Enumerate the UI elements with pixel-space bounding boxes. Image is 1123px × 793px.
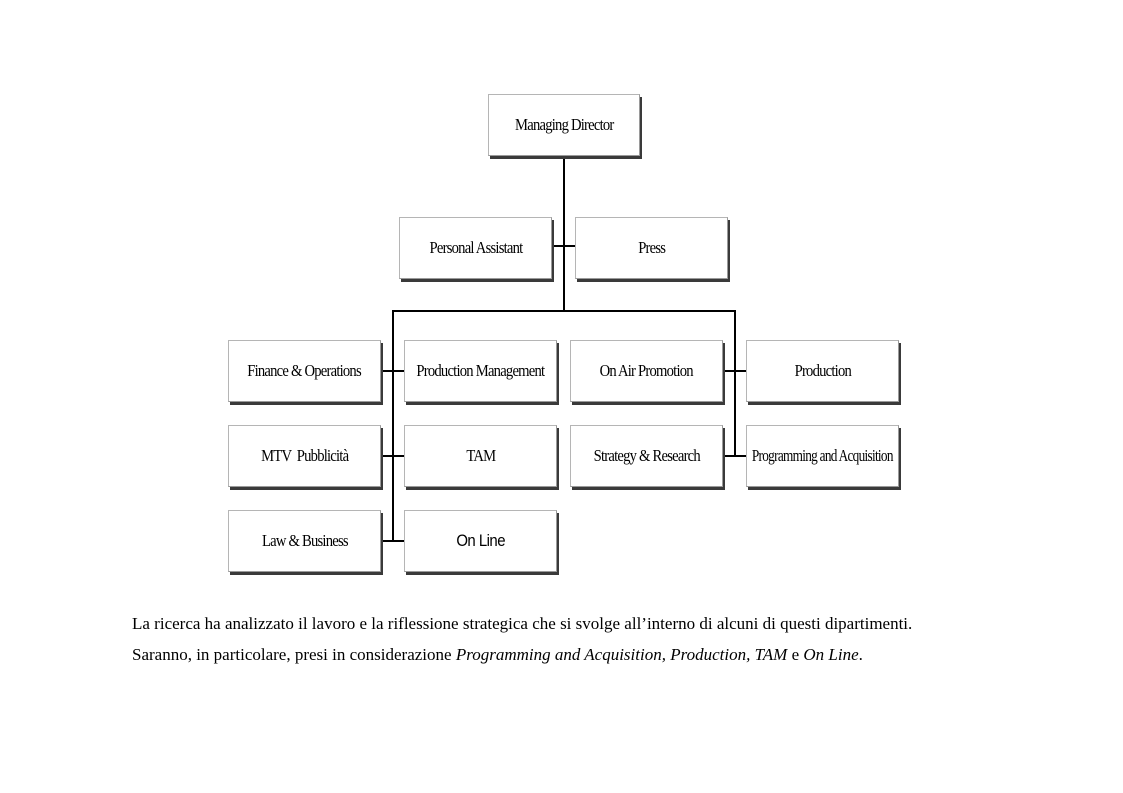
tam-box: TAM (404, 425, 557, 487)
paragraph-line-2: Saranno, in particolare, presi in consid… (132, 639, 1092, 670)
managing-director-box: Managing Director (488, 94, 640, 156)
body-paragraph: La ricerca ha analizzato il lavoro e la … (132, 608, 1092, 670)
box-label: Personal Assistant (429, 238, 523, 257)
production-box: Production (746, 340, 899, 402)
line2-italic-2: On Line (803, 645, 859, 664)
connector-line (392, 310, 736, 312)
personal-assistant-box: Personal Assistant (399, 217, 552, 279)
box-label: Production Management (416, 361, 546, 380)
finance-operations-box: Finance & Operations (228, 340, 381, 402)
box-label: Law & Business (261, 531, 349, 550)
line2-italic: Programming and Acquisition, Production,… (455, 645, 788, 664)
on-line-box: On Line (404, 510, 557, 572)
connector-line (563, 157, 565, 311)
paragraph-line-1: La ricerca ha analizzato il lavoro e la … (132, 614, 913, 633)
line2-mid: e (787, 645, 804, 664)
connector-line (723, 455, 747, 457)
press-box: Press (575, 217, 728, 279)
connector-line (723, 370, 747, 372)
line2-start: Saranno, in particolare, presi in consid… (132, 645, 456, 664)
line2-end: . (858, 645, 863, 664)
box-label: MTV Pubblicità (260, 446, 349, 465)
box-label: Production (794, 361, 851, 380)
box-label: TAM (466, 446, 496, 465)
connector-line (392, 310, 394, 541)
box-label: Strategy & Research (593, 446, 700, 465)
box-label: Press (637, 238, 666, 257)
box-label: Managing Director (514, 115, 614, 134)
strategy-research-box: Strategy & Research (570, 425, 723, 487)
box-label: Finance & Operations (247, 361, 362, 380)
on-air-promotion-box: On Air Promotion (570, 340, 723, 402)
law-business-box: Law & Business (228, 510, 381, 572)
mtv-pubblicita-box: MTV Pubblicità (228, 425, 381, 487)
connector-line (381, 455, 405, 457)
box-label: On Air Promotion (599, 361, 694, 380)
connector-line (552, 245, 576, 247)
org-chart: Managing Director Personal Assistant Pre… (228, 94, 899, 572)
connector-line (381, 370, 405, 372)
connector-line (381, 540, 405, 542)
box-label: On Line (456, 531, 505, 550)
production-management-box: Production Management (404, 340, 557, 402)
box-label: Programming and Acquisition (752, 446, 894, 465)
connector-line (734, 310, 736, 456)
programming-acquisition-box: Programming and Acquisition (746, 425, 899, 487)
